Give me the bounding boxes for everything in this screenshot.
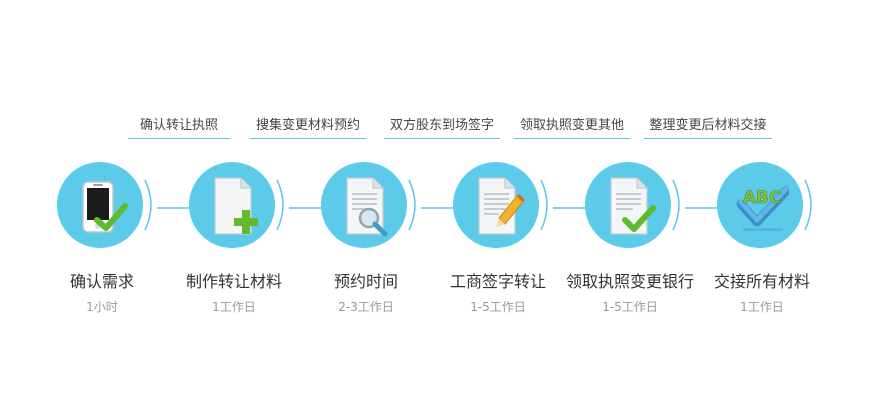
step-title: 领取执照变更银行 [565, 272, 694, 291]
arc-decoration [804, 179, 812, 231]
step-title: 制作转让材料 [185, 272, 282, 291]
document-add-icon [207, 170, 261, 240]
step-title: 交接所有材料 [713, 272, 810, 291]
step-time: 2-3工作日 [338, 300, 394, 314]
step-2: 制作转让材料 1工作日 [159, 158, 330, 328]
step-title: 确认需求 [69, 272, 134, 291]
step-time: 1工作日 [212, 300, 256, 314]
step-time: 1-5工作日 [602, 300, 658, 314]
step-4: 工商签字转让 1-5工作日 [423, 158, 594, 328]
document-sign-icon [471, 170, 525, 240]
top-label-5: 整理变更后材料交接 [644, 116, 772, 139]
document-search-icon [339, 170, 393, 240]
abc-check-icon: ABC [735, 170, 789, 240]
top-label-4: 领取执照变更其他 [514, 116, 630, 139]
top-label-1: 确认转让执照 [128, 116, 230, 139]
arc-decoration [672, 179, 680, 231]
step-title: 预约时间 [333, 272, 398, 291]
step-3: 预约时间 2-3工作日 [291, 158, 462, 328]
step-5: 领取执照变更银行 1-5工作日 [555, 158, 726, 328]
step-1: 确认需求 1小时 [27, 158, 198, 328]
step-circle [717, 162, 803, 248]
svg-text:ABC: ABC [743, 188, 782, 208]
step-time: 1-5工作日 [470, 300, 526, 314]
phone-check-icon [75, 170, 129, 240]
document-check-icon [603, 170, 657, 240]
step-time: 1小时 [86, 300, 118, 314]
step-time: 1工作日 [740, 300, 784, 314]
arc-decoration [540, 179, 548, 231]
step-title: 工商签字转让 [449, 272, 546, 291]
top-label-3: 双方股东到场签字 [384, 116, 500, 139]
top-label-2: 搜集变更材料预约 [250, 116, 366, 139]
arc-decoration [408, 179, 416, 231]
arc-decoration [276, 179, 284, 231]
step-6: ABC 交接所有材料 1工作日 [687, 158, 837, 328]
top-labels: 确认转让执照 搜集变更材料预约 双方股东到场签字 领取执照变更其他 整理变更后材… [0, 116, 870, 140]
arc-decoration [144, 179, 152, 231]
